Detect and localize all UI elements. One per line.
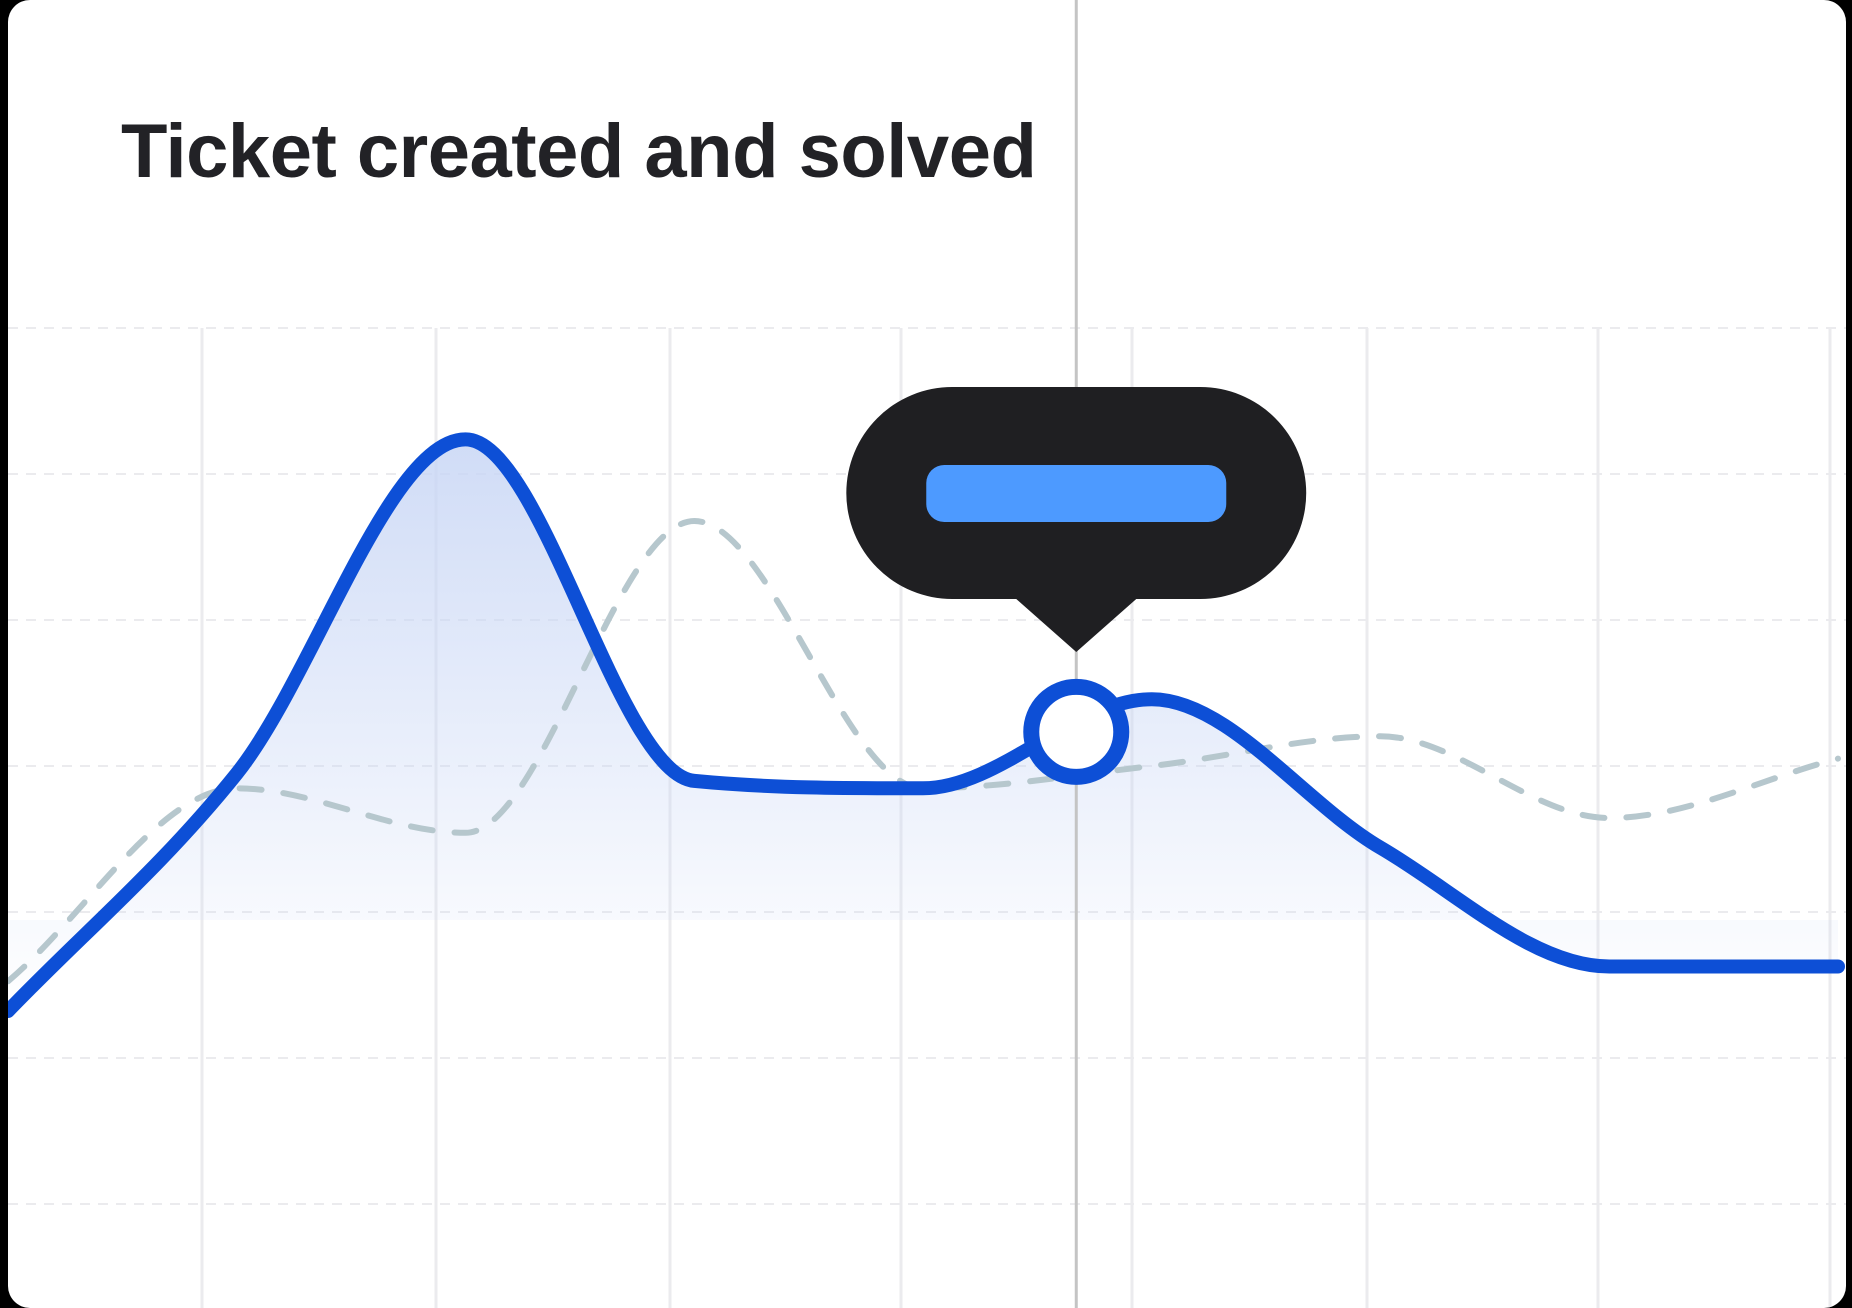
- created-series-line: [8, 432, 1845, 1018]
- tooltip: [846, 387, 1307, 652]
- chart-title: Ticket created and solved: [121, 109, 1037, 194]
- hover-point-marker[interactable]: [1023, 678, 1130, 785]
- created-series-area: [8, 439, 1838, 1011]
- tooltip-value-placeholder: [926, 465, 1227, 522]
- solved-series-line: [8, 517, 1841, 985]
- chart-card: Ticket created and solved: [8, 0, 1846, 1308]
- ticket-chart: [8, 0, 1846, 1308]
